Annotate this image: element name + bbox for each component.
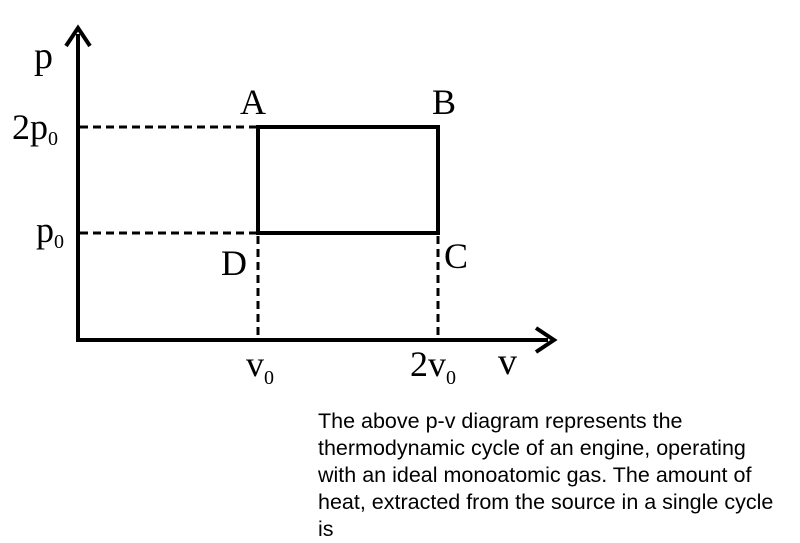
x-axis-arrowhead [534, 326, 558, 354]
x-axis-label: v [498, 341, 517, 383]
x-tick-2v0: 2v0 [410, 344, 456, 389]
point-d-label: D [221, 243, 247, 283]
y-axis-label: p [34, 35, 53, 77]
point-a-label: A [240, 82, 266, 122]
point-c-label: C [444, 236, 468, 276]
x-tick-v0: v0 [246, 344, 274, 389]
y-tick-p0: p0 [36, 210, 64, 253]
question-text: The above p-v diagram represents the the… [318, 409, 774, 541]
y-tick-2p0: 2p0 [12, 107, 58, 150]
cycle-abcd [256, 125, 440, 235]
y-axis-arrowhead [64, 24, 92, 48]
point-b-label: B [432, 82, 456, 122]
pv-diagram: A B C D p v 2p0 p0 v0 2v0 [12, 24, 558, 389]
